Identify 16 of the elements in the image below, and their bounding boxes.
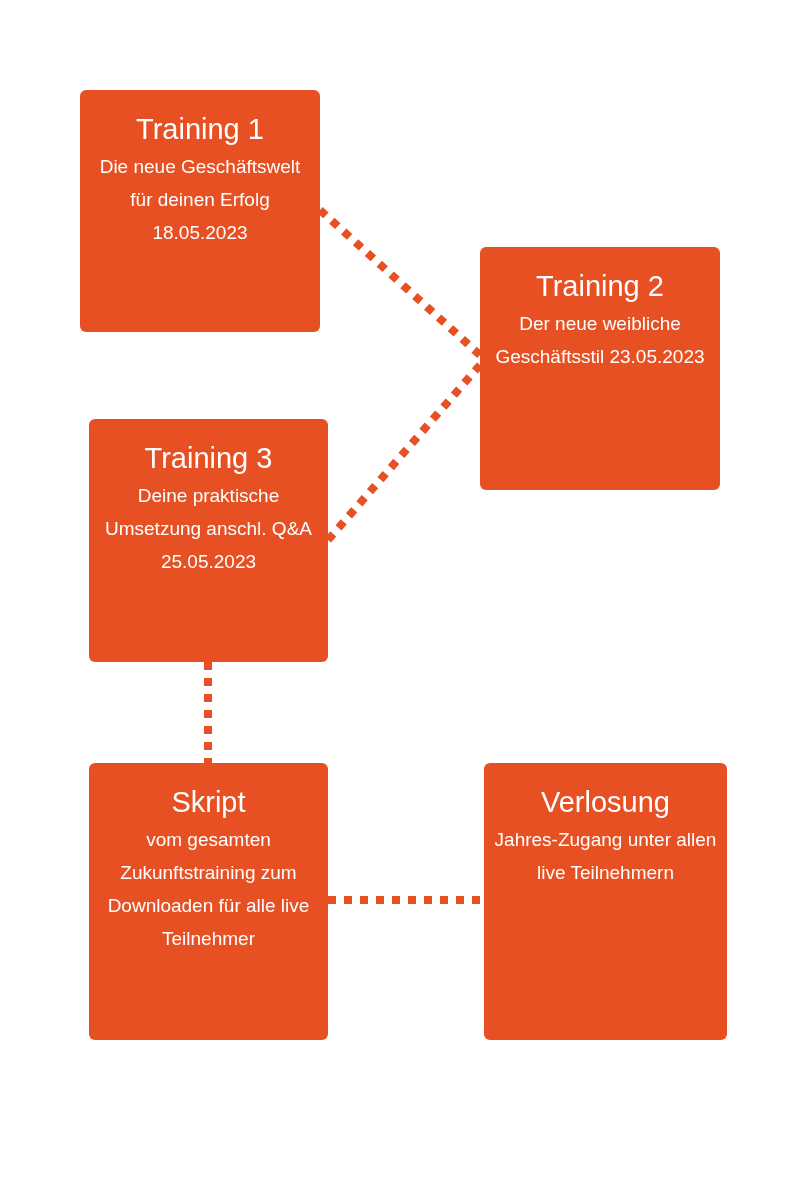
card-heading: Training 3 [144, 441, 273, 475]
training-card [484, 763, 727, 1040]
card-heading: Training 2 [536, 269, 664, 303]
card-heading: Skript [171, 785, 246, 819]
training-card [80, 90, 320, 332]
training-card [89, 419, 328, 662]
card-description: Deine praktische Umsetzung anschl. Q&A 25.05.2023 [104, 484, 313, 574]
card-description: Der neue weibliche Geschäftsstil 23.05.2023 [494, 312, 706, 369]
training-card [89, 763, 328, 1040]
card-heading: Training 1 [136, 112, 264, 146]
card-description: Die neue Geschäftswelt für deinen Erfolg 18.05.2023 [98, 155, 302, 245]
card-heading: Verlosung [541, 785, 670, 819]
dotted-connector [204, 662, 212, 763]
card-description: Jahres-Zugang unter allen live Teilnehmern [493, 828, 718, 885]
card-description: vom gesamten Zukunftstraining zum Downloaden für alle live Teilnehmer [106, 828, 311, 951]
training-card [480, 247, 720, 490]
